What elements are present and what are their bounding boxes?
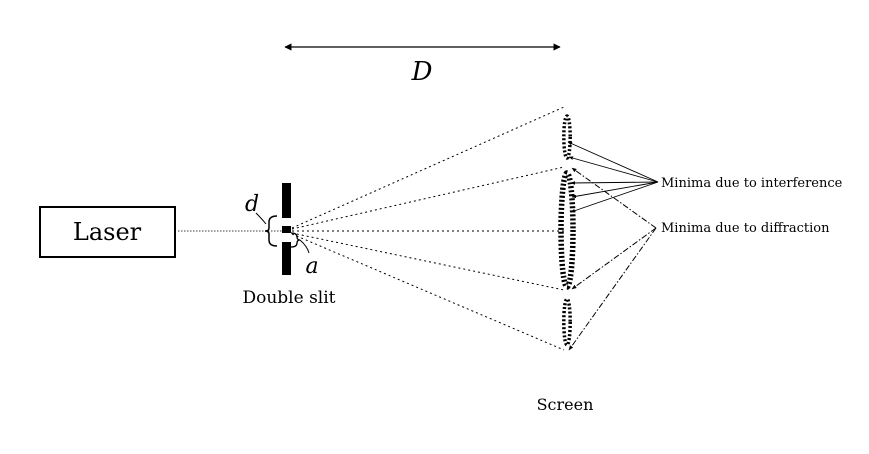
diffraction-minima-label: Minima due to diffraction — [661, 221, 830, 236]
separation-label-leader — [255, 212, 267, 225]
slit-width-label: a — [305, 254, 318, 279]
double-slit-barrier — [282, 183, 291, 275]
screen-fringe-pattern — [558, 114, 576, 347]
slit-separation-label: d — [245, 192, 259, 217]
slit-width-label-leader — [299, 239, 310, 254]
double-slit-label: Double slit — [242, 288, 335, 308]
interference-minima-arrows — [567, 141, 659, 213]
distance-label: D — [411, 57, 433, 87]
screen-label: Screen — [537, 395, 594, 414]
separation-brace — [264, 215, 278, 247]
laser-label: Laser — [73, 218, 142, 246]
interference-minima-label: Minima due to interference — [661, 176, 843, 191]
slit-width-brace — [290, 232, 301, 248]
laser-box — [39, 206, 176, 258]
ray-lines — [291, 106, 565, 351]
diffraction-minima-arrows — [568, 167, 657, 351]
